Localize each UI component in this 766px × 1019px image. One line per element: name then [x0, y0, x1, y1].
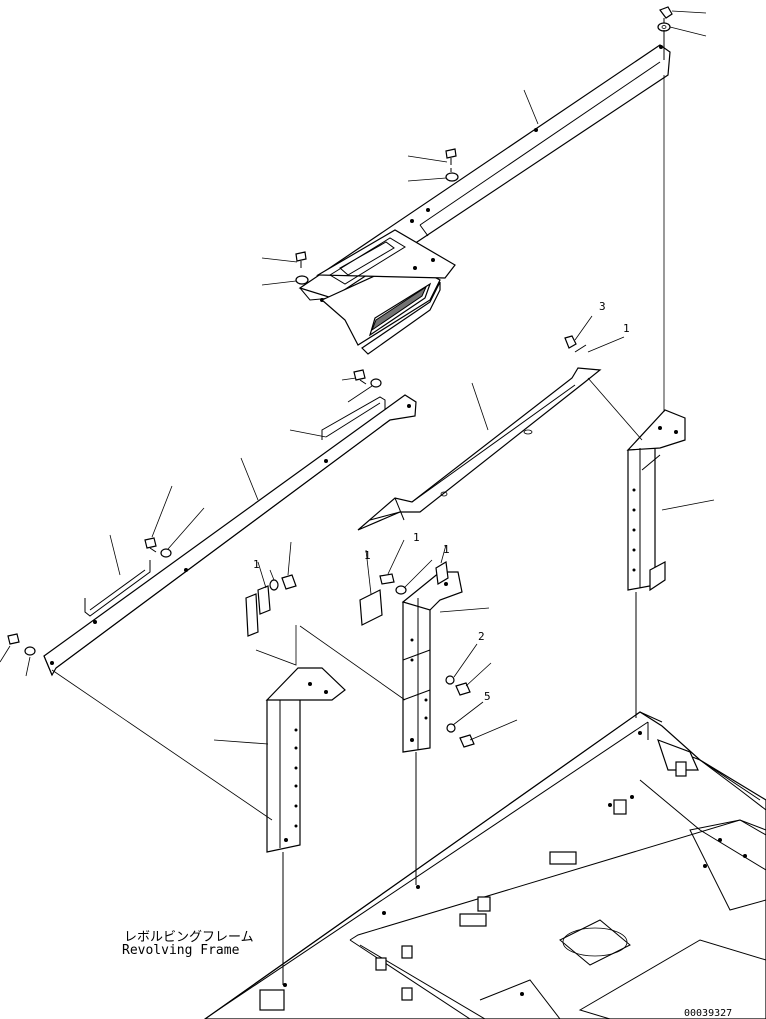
top-rail	[298, 44, 671, 355]
item-number-2: 2	[478, 630, 485, 643]
frame-label-jp: レボルビングフレーム	[124, 930, 254, 945]
item-number-1: 1	[623, 322, 630, 335]
item-number-1e: 1	[253, 558, 260, 571]
top-hardware	[295, 6, 673, 285]
vent-grille	[370, 285, 428, 332]
item-number-5: 5	[484, 690, 491, 703]
item-number-labels: 3 1 1 1 1 1 2 5	[253, 300, 630, 703]
drawing-id: 00039327	[684, 1008, 732, 1019]
item-number-1c: 1	[413, 531, 420, 544]
revolving-frame	[203, 711, 766, 1019]
frame-label-en: Revolving Frame	[122, 943, 240, 958]
item-number-1d: 1	[443, 543, 450, 556]
item-number-1b: 1	[364, 549, 371, 562]
post-right	[626, 409, 686, 718]
leader-lines	[0, 10, 715, 745]
left-rail	[7, 369, 417, 677]
post-left	[265, 667, 346, 985]
item-number-3: 3	[599, 300, 606, 313]
guide-lines	[51, 75, 665, 821]
post-center	[359, 561, 463, 885]
center-rail	[357, 335, 602, 531]
clips-and-bolts	[245, 573, 475, 748]
